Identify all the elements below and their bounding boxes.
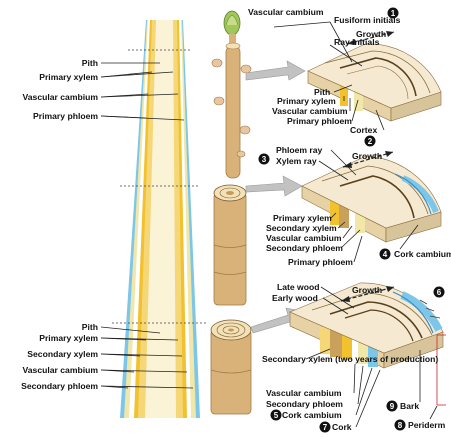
column-label-pith: Pith — [82, 58, 98, 68]
svg-text:9: 9 — [390, 402, 395, 411]
step-number-9: 9 — [387, 401, 398, 412]
label-secondary-xylem: Secondary xylem — [266, 223, 337, 233]
step-number-8: 8 — [395, 420, 406, 431]
step-number-7: 7 — [320, 422, 331, 433]
twig-stage-2 — [214, 185, 246, 305]
svg-text:Growth: Growth — [352, 285, 382, 295]
zoom-arrow-1 — [246, 61, 305, 80]
label-early-wood: Early wood — [272, 293, 318, 303]
label-cork: Cork — [332, 422, 352, 432]
label-secondary-phloem-2: Secondary phloem — [266, 399, 343, 409]
label-periderm: Periderm — [408, 420, 446, 430]
young-twig — [226, 46, 240, 178]
column-label-primary-phloem: Primary phloem — [33, 111, 98, 121]
two-year-stem — [211, 330, 251, 414]
label-cortex: Cortex — [350, 125, 377, 135]
svg-text:2: 2 — [368, 137, 373, 146]
column-label-primary-xylem-2: Primary xylem — [39, 333, 98, 343]
svg-text:6: 6 — [437, 288, 442, 297]
column-label-vascular-cambium: Vascular cambium — [23, 92, 99, 102]
label-phloem-ray: Phloem ray — [276, 145, 323, 155]
label-primary-xylem: Primary xylem — [277, 96, 336, 106]
svg-text:3: 3 — [262, 155, 267, 164]
stem-column — [112, 20, 208, 418]
label-secondary-xylem-two-years: Secondary xylem (two years of production… — [262, 354, 438, 364]
label-vascular-cambium-2: Vascular cambium — [266, 233, 342, 243]
label-primary-phloem: Primary phloem — [287, 116, 352, 126]
label-bark: Bark — [400, 401, 419, 411]
step-number-1: 1 — [388, 8, 399, 19]
label-late-wood: Late wood — [277, 282, 320, 292]
svg-text:8: 8 — [398, 421, 403, 430]
step-number-2: 2 — [365, 136, 376, 147]
step-number-3: 3 — [259, 154, 270, 165]
zoom-arrow-2 — [246, 176, 302, 196]
column-label-secondary-xylem: Secondary xylem — [27, 349, 98, 359]
twig-stage-3 — [211, 320, 251, 414]
step-number-5: 5 — [271, 410, 282, 421]
lateral-bud — [212, 59, 222, 67]
label-secondary-phloem: Secondary phloem — [266, 243, 343, 253]
label-primary-xylem-2: Primary xylem — [273, 213, 332, 223]
column-label-pith-2: Pith — [82, 322, 98, 332]
label-cork-cambium-2: Cork cambium — [282, 410, 342, 420]
svg-text:7: 7 — [323, 423, 328, 432]
step-number-6: 6 — [434, 287, 445, 298]
one-year-stem — [214, 193, 246, 305]
label-vascular-cambium: Vascular cambium — [272, 106, 348, 116]
column-label-secondary-phloem: Secondary phloem — [21, 381, 98, 391]
label-vascular-cambium-3: Vascular cambium — [266, 388, 342, 398]
svg-text:1: 1 — [391, 9, 396, 18]
step-number-4: 4 — [380, 249, 391, 260]
twig-stage-1 — [212, 11, 251, 178]
label-vascular-cambium-top: Vascular cambium — [248, 7, 324, 17]
svg-text:5: 5 — [274, 411, 279, 420]
svg-text:4: 4 — [383, 250, 388, 259]
label-cork-cambium: Cork cambium — [394, 249, 451, 259]
column-label-primary-xylem: Primary xylem — [39, 72, 98, 82]
label-xylem-ray: Xylem ray — [276, 156, 317, 166]
column-label-vascular-cambium-2: Vascular cambium — [23, 365, 99, 375]
label-primary-phloem-2: Primary phloem — [288, 257, 353, 267]
